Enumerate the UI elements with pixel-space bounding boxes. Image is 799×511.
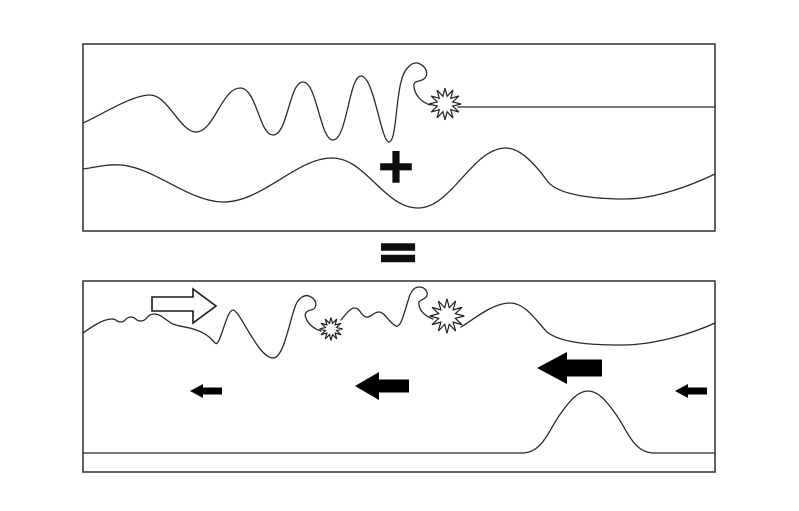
combined-wave-surface [82, 295, 322, 359]
long-wave [82, 147, 716, 209]
splash-burst-icon [429, 88, 461, 120]
bottom-panel-frame [82, 280, 716, 473]
combined-wave-surface-mid [340, 286, 434, 327]
top-panel-frame [82, 43, 716, 232]
equals-operator: = [375, 222, 420, 282]
splash-burst-icon [430, 299, 465, 334]
splash-burst-icon [319, 317, 342, 340]
offshore-arrow-large-icon [537, 352, 602, 384]
combined-wave-surface-right [460, 302, 716, 346]
seabed-line [82, 390, 716, 454]
offshore-arrow-right-edge-icon [675, 384, 707, 398]
onshore-arrow-icon [151, 287, 218, 325]
plus-operator: + [375, 138, 417, 194]
offshore-arrow-small-icon [190, 384, 222, 398]
offshore-arrow-medium-icon [355, 372, 409, 400]
shoaling-wave-train [82, 62, 431, 143]
